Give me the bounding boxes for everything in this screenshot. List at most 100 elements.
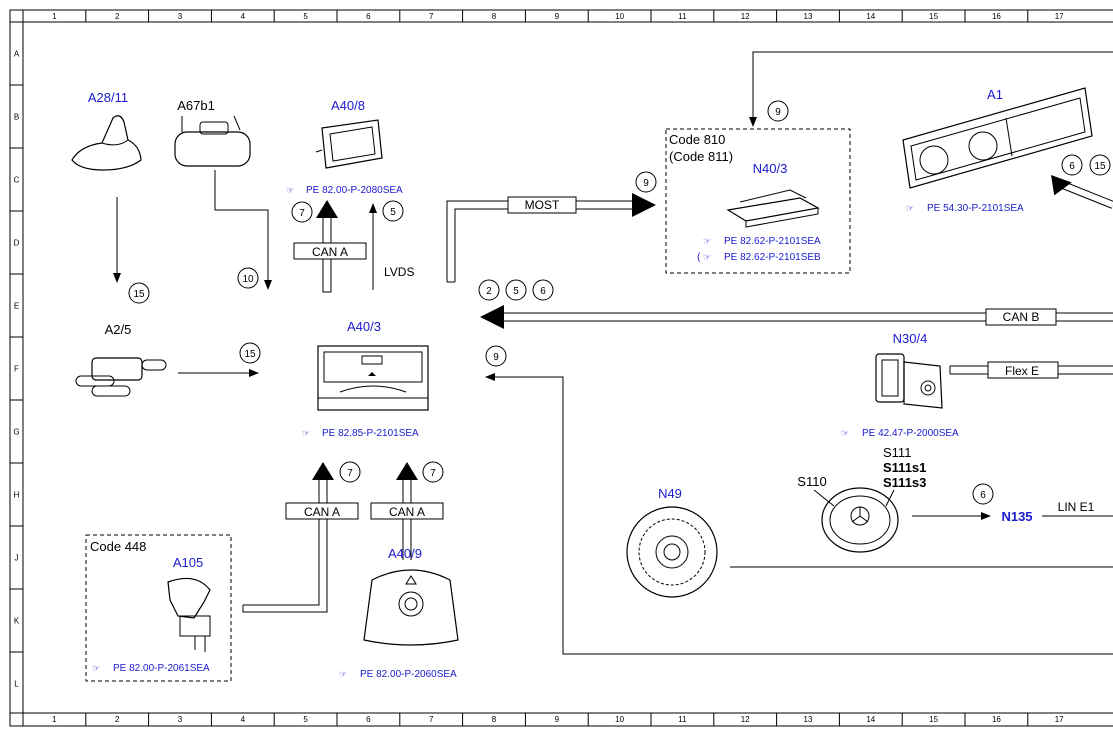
ruler-row-label: C <box>14 176 20 185</box>
n49-label: N49 <box>658 486 682 501</box>
can-b-text: CAN B <box>1003 310 1040 324</box>
can-a-left-bus <box>285 502 359 520</box>
ruler-column-label: 1 <box>52 715 57 724</box>
ruler-column-label: 2 <box>115 12 120 21</box>
can-b-bus <box>985 308 1057 326</box>
a40-9-pointer-icon: ☞ <box>339 669 347 679</box>
marker-5-b-text: 5 <box>513 286 519 297</box>
a1-ref: PE 54.30-P-2101SEA <box>927 203 1024 214</box>
ruler-column-label: 4 <box>241 715 246 724</box>
wire-top-to-n40-3 <box>749 51 1113 127</box>
most-bus <box>507 196 577 214</box>
a28-11-label: A28/11 <box>88 90 128 105</box>
ruler-row-label: H <box>14 491 20 500</box>
ruler-row-label: L <box>14 680 19 689</box>
flex-e-text: Flex E <box>1005 364 1039 378</box>
n40-3-ref: PE 82.62-P-2101SEA <box>724 236 821 247</box>
marker-15-b <box>239 342 261 364</box>
ruler-column-label: 1 <box>52 12 57 21</box>
marker-7-right <box>422 461 444 483</box>
wire-a1-thick-inner <box>1056 180 1113 208</box>
a67b1-label: A67b1 <box>177 98 215 113</box>
n40-3-ref-alt: PE 82.62-P-2101SEB <box>724 252 821 263</box>
ruler-column-label: 9 <box>555 12 560 21</box>
a40-8-label: A40/8 <box>331 98 365 113</box>
ruler-column-label: 4 <box>241 12 246 21</box>
ruler-column-label: 5 <box>303 12 308 21</box>
marker-5-b <box>505 279 527 301</box>
marker-7-a-text: 7 <box>299 208 305 219</box>
ruler-column-label: 6 <box>366 12 371 21</box>
marker-10 <box>237 267 259 289</box>
n40-3-amplifier-icon <box>726 189 820 228</box>
s111s3-label: S111s3 <box>883 475 926 490</box>
marker-15-a1-text: 15 <box>1094 161 1106 172</box>
ruler-row-label: K <box>14 617 20 626</box>
lin-e1-label: LIN E1 <box>1058 500 1095 514</box>
marker-6-lin-text: 6 <box>980 490 986 501</box>
wire-a67b1-to-a40-3 <box>214 170 272 290</box>
marker-9-return <box>485 345 507 367</box>
s111s1-label: S111s1 <box>883 460 926 475</box>
a40-3-pointer-icon: ☞ <box>302 428 310 438</box>
most-text: MOST <box>525 198 560 212</box>
a40-3-head-unit-icon <box>317 345 429 411</box>
marker-9-top <box>767 100 789 122</box>
n135-label: N135 <box>1001 509 1032 524</box>
a40-8-pointer-icon: ☞ <box>286 185 294 195</box>
n30-4-module-icon <box>875 353 943 409</box>
n30-4-pointer-icon: ☞ <box>841 428 849 438</box>
wire-most-from-a40-3-b <box>454 208 482 282</box>
ruler-column-label: 16 <box>992 12 1001 21</box>
a105-selector-icon <box>167 577 211 652</box>
marker-15-a-text: 15 <box>133 289 145 300</box>
ruler-column-label: 15 <box>929 715 938 724</box>
most-arrowhead <box>632 193 656 217</box>
can-a-upper-text: CAN A <box>312 245 348 259</box>
n40-3-pointer-icon: ☞ <box>703 236 711 246</box>
ruler-column-label: 7 <box>429 12 434 21</box>
a40-8-display-icon <box>315 119 383 169</box>
n49-steering-sensor-icon <box>626 506 718 598</box>
marker-7-left <box>339 461 361 483</box>
ruler-column-label: 14 <box>866 715 875 724</box>
marker-7-a <box>291 201 313 223</box>
can-a-right-bus <box>370 502 444 520</box>
wire-return-to-a40-3 <box>485 373 1113 655</box>
marker-10-text: 10 <box>242 274 254 285</box>
marker-7-right-text: 7 <box>430 468 436 479</box>
a67b1-mirror-icon <box>174 115 251 167</box>
a1-instrument-cluster-icon <box>902 87 1093 189</box>
wire-can-a-left-inner <box>243 478 320 606</box>
marker-2 <box>478 279 500 301</box>
n30-4-ref: PE 42.47-P-2000SEA <box>862 428 959 439</box>
ruler-column-label: 6 <box>366 715 371 724</box>
a1-pointer-icon: ☞ <box>906 203 914 213</box>
a105-label: A105 <box>173 555 203 570</box>
ruler-row-label: B <box>14 113 19 122</box>
lvds-label: LVDS <box>384 265 414 279</box>
ruler-row-label: D <box>14 239 20 248</box>
code-810-box <box>665 128 851 274</box>
can-a-upper-arrowhead <box>316 200 338 218</box>
n40-3-label: N40/3 <box>753 161 788 176</box>
marker-5 <box>382 200 404 222</box>
marker-7-left-text: 7 <box>347 468 353 479</box>
ruler-column-label: 13 <box>804 12 813 21</box>
ruler-row-label: G <box>13 428 19 437</box>
ruler-column-label: 14 <box>866 12 875 21</box>
can-a-right-text: CAN A <box>389 505 425 519</box>
border-outer <box>9 9 1113 727</box>
n40-3-pointer-alt-icon: ☞ <box>703 252 711 262</box>
a1-arrowhead <box>1050 175 1072 196</box>
ruler-column-label: 10 <box>615 12 624 21</box>
n40-3-ref-alt-paren: ( <box>697 252 701 263</box>
ruler-column-label: 3 <box>178 715 183 724</box>
ruler-column-label: 7 <box>429 715 434 724</box>
marker-5-text: 5 <box>390 207 396 218</box>
code-448-label: Code 448 <box>90 539 146 554</box>
code-810-label: Code 810 <box>669 132 725 147</box>
